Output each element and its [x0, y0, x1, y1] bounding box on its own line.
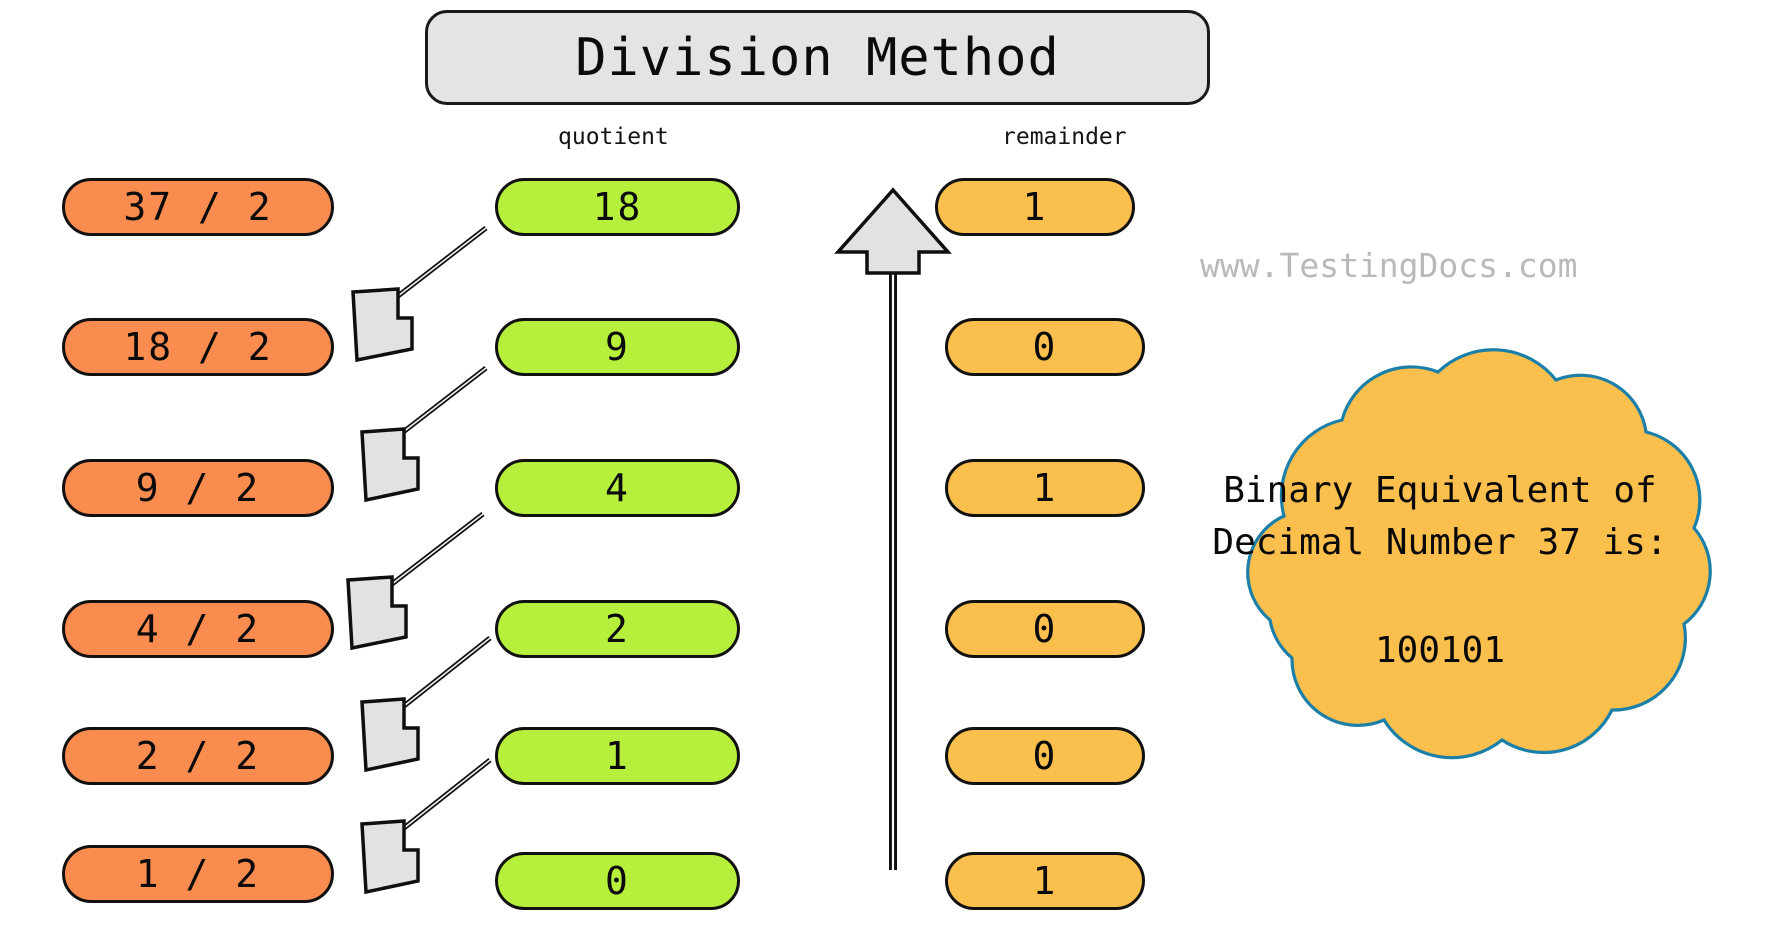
quotient-box-1: 18	[495, 178, 740, 236]
cloud-text-result: 100101	[1374, 630, 1506, 671]
remainder-box-4: 0	[945, 600, 1145, 658]
quotient-box-3: 4	[495, 459, 740, 517]
result-cloud	[1246, 348, 1712, 760]
remainder-box-2: 0	[945, 318, 1145, 376]
diagram-title: Division Method	[575, 27, 1060, 88]
quotient-column-label: quotient	[558, 124, 669, 150]
carry-arrow-2	[360, 366, 488, 503]
carry-arrow-4	[360, 636, 492, 773]
division-box-2: 18 / 2	[62, 318, 334, 376]
cloud-text-line-1: Binary Equivalent of	[1223, 470, 1657, 511]
read-direction-arrow	[834, 187, 952, 870]
division-box-6: 1 / 2	[62, 845, 334, 903]
diagram-title-box: Division Method	[425, 10, 1210, 105]
quotient-box-5: 1	[495, 727, 740, 785]
remainder-box-5: 0	[945, 727, 1145, 785]
division-box-1: 37 / 2	[62, 178, 334, 236]
carry-arrow-3	[346, 512, 485, 651]
carry-arrow-1	[351, 226, 488, 363]
quotient-box-4: 2	[495, 600, 740, 658]
division-box-5: 2 / 2	[62, 727, 334, 785]
remainder-box-3: 1	[945, 459, 1145, 517]
division-box-4: 4 / 2	[62, 600, 334, 658]
quotient-box-6: 0	[495, 852, 740, 910]
division-box-3: 9 / 2	[62, 459, 334, 517]
carry-arrow-5	[360, 758, 492, 895]
quotient-box-2: 9	[495, 318, 740, 376]
watermark: www.TestingDocs.com	[1200, 246, 1578, 285]
remainder-column-label: remainder	[1002, 124, 1127, 150]
remainder-box-6: 1	[945, 852, 1145, 910]
cloud-text-line-2: Decimal Number 37 is:	[1212, 522, 1668, 563]
remainder-box-1: 1	[935, 178, 1135, 236]
